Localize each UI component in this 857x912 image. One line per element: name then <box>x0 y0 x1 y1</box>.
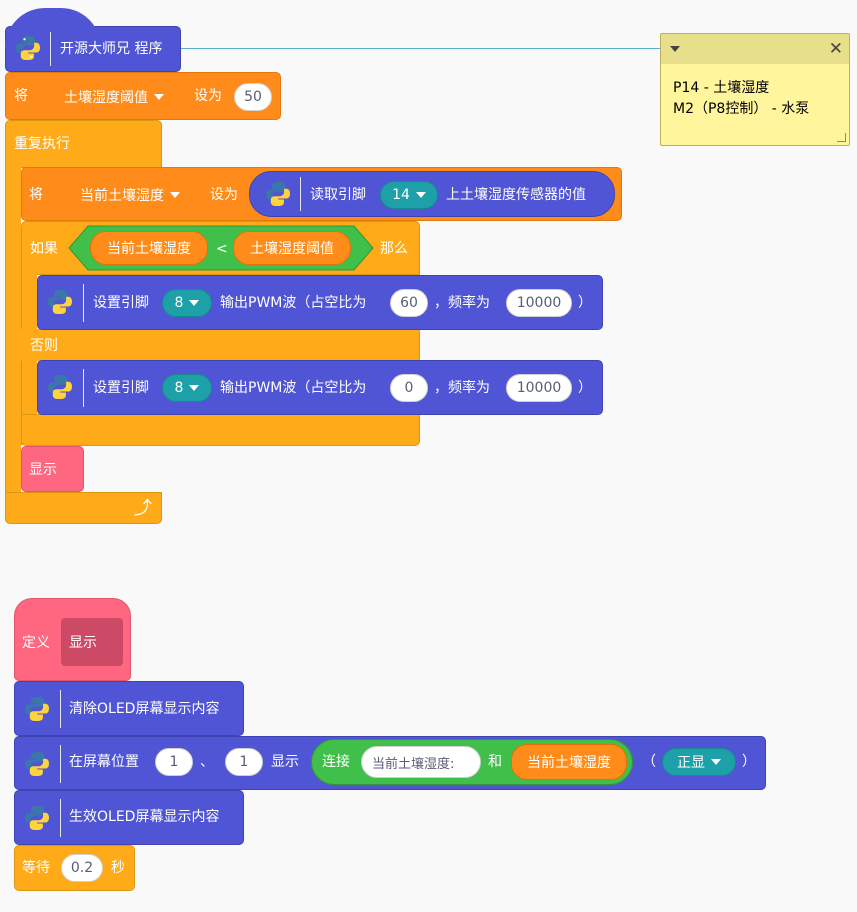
comment-collapse-icon[interactable] <box>670 46 680 52</box>
read-pin-label: 读取引脚 <box>310 187 366 203</box>
else-bar <box>21 329 420 361</box>
oled-comma: 、 <box>200 754 214 770</box>
reporter-separator <box>300 177 301 211</box>
read-suffix-label: 上土壤湿度传感器的值 <box>446 187 586 203</box>
if-bottom-arm <box>21 414 420 446</box>
oled-clear-block[interactable] <box>14 681 244 736</box>
python-logo-icon <box>25 697 49 721</box>
join-text-input[interactable]: 当前土壤湿度: <box>361 746 481 778</box>
chevron-down-icon <box>189 385 200 391</box>
wait-seconds-input[interactable]: 0.2 <box>61 854 103 882</box>
oled-apply-block[interactable] <box>14 790 244 845</box>
hat-title: 开源大师兄 程序 <box>60 41 163 57</box>
set-threshold-prefix: 将 <box>14 88 28 104</box>
display-mode-value: 正显 <box>677 755 705 771</box>
pwm-on-freq-input[interactable]: 10000 <box>506 289 572 317</box>
repeat-left-arm <box>5 160 21 500</box>
comment-line-1: P14 - 土壤湿度 <box>673 80 770 96</box>
python-logo-icon <box>25 806 49 830</box>
pwm-off-pin-dropdown[interactable]: 8 <box>162 374 212 402</box>
compare-operator: < <box>216 241 228 257</box>
comment-header <box>661 34 849 64</box>
oled-clear-separator <box>60 690 61 728</box>
pwm-on-pin-dropdown[interactable]: 8 <box>162 289 212 317</box>
python-logo-icon <box>16 36 40 60</box>
wait-unit: 秒 <box>111 860 125 876</box>
current-var-dropdown[interactable]: 当前土壤湿度 <box>72 182 196 208</box>
define-label: 定义 <box>22 635 50 651</box>
oled-x-input[interactable]: 1 <box>155 748 193 776</box>
set-threshold-mid: 设为 <box>194 88 222 104</box>
call-display-label: 显示 <box>29 462 57 478</box>
set-current-prefix: 将 <box>29 187 43 203</box>
define-name: 显示 <box>69 635 97 651</box>
oled-y-input[interactable]: 1 <box>225 748 263 776</box>
loop-arrow-icon: ⤴ <box>134 498 152 519</box>
pwm-off-pin-value: 8 <box>174 380 184 396</box>
chevron-down-icon <box>189 300 200 306</box>
chevron-down-icon <box>154 94 164 100</box>
pwm-off-freq-label: ，频率为 <box>434 380 490 396</box>
current-var-name: 当前土壤湿度 <box>80 188 164 204</box>
set-current-mid: 设为 <box>210 187 238 203</box>
pwm-off-freq-input[interactable]: 10000 <box>506 374 572 402</box>
python-logo-icon <box>48 290 72 314</box>
pwm-on-pin-value: 8 <box>174 295 184 311</box>
chevron-down-icon <box>170 192 180 198</box>
threshold-var-dropdown[interactable]: 土壤湿度阈值 <box>56 84 180 110</box>
threshold-reporter[interactable]: 土壤湿度阈值 <box>233 231 351 265</box>
define-prototype[interactable] <box>61 618 123 666</box>
comment-note[interactable]: ✕ P14 - 土壤湿度 M2（P8控制） - 水泵 <box>660 33 850 146</box>
pwm-on-separator <box>83 284 84 322</box>
repeat-label: 重复执行 <box>14 136 70 152</box>
pwm-on-mid: 输出PWM波（占空比为 <box>220 295 367 311</box>
repeat-forever-block[interactable] <box>5 120 162 168</box>
then-label: 那么 <box>380 241 408 257</box>
wait-label: 等待 <box>22 860 50 876</box>
sensor-pin-dropdown[interactable]: 14 <box>380 181 438 209</box>
oled-show-label: 在屏幕位置 <box>69 754 139 770</box>
if-label: 如果 <box>30 241 58 257</box>
else-label: 否则 <box>30 338 58 354</box>
python-logo-icon <box>25 752 49 776</box>
comment-connector-line <box>180 48 662 49</box>
python-logo-icon <box>266 182 290 206</box>
oled-clear-label: 清除OLED屏幕显示内容 <box>69 701 220 717</box>
pwm-off-duty-input[interactable]: 0 <box>390 374 428 402</box>
threshold-var-name: 土壤湿度阈值 <box>64 90 148 106</box>
pwm-off-mid: 输出PWM波（占空比为 <box>220 380 367 396</box>
hat-separator <box>50 32 51 66</box>
chevron-down-icon <box>415 192 426 198</box>
pwm-on-label: 设置引脚 <box>93 295 149 311</box>
chevron-down-icon <box>711 759 721 765</box>
comment-text[interactable]: P14 - 土壤湿度 M2（P8控制） - 水泵 <box>673 78 809 120</box>
current-moisture-reporter[interactable]: 当前土壤湿度 <box>90 231 208 265</box>
pwm-on-duty-input[interactable]: 60 <box>390 289 428 317</box>
pwm-on-end: ） <box>578 295 592 311</box>
and-label: 和 <box>488 754 502 770</box>
paren-close: ） <box>742 754 756 770</box>
oled-apply-separator <box>60 799 61 837</box>
pwm-on-freq-label: ，频率为 <box>434 295 490 311</box>
paren-open: （ <box>642 754 656 770</box>
display-mode-dropdown[interactable]: 正显 <box>662 748 736 776</box>
join-var-reporter[interactable]: 当前土壤湿度 <box>511 744 627 780</box>
pwm-off-label: 设置引脚 <box>93 380 149 396</box>
comment-resize-handle[interactable] <box>837 133 846 142</box>
pwm-off-end: ） <box>578 380 592 396</box>
comment-line-2: M2（P8控制） - 水泵 <box>673 101 810 117</box>
oled-show-separator <box>60 745 61 783</box>
pwm-off-separator <box>83 369 84 407</box>
sensor-pin-value: 14 <box>392 187 410 203</box>
repeat-bottom-arm <box>5 492 162 524</box>
call-display-block[interactable] <box>21 446 84 492</box>
threshold-value-input[interactable]: 50 <box>234 83 272 111</box>
oled-apply-label: 生效OLED屏幕显示内容 <box>69 809 220 825</box>
join-label: 连接 <box>322 754 350 770</box>
oled-show-text-label: 显示 <box>271 754 299 770</box>
comment-close-icon[interactable]: ✕ <box>828 39 843 59</box>
pwm-on-block[interactable] <box>37 275 603 330</box>
python-logo-icon <box>48 375 72 399</box>
